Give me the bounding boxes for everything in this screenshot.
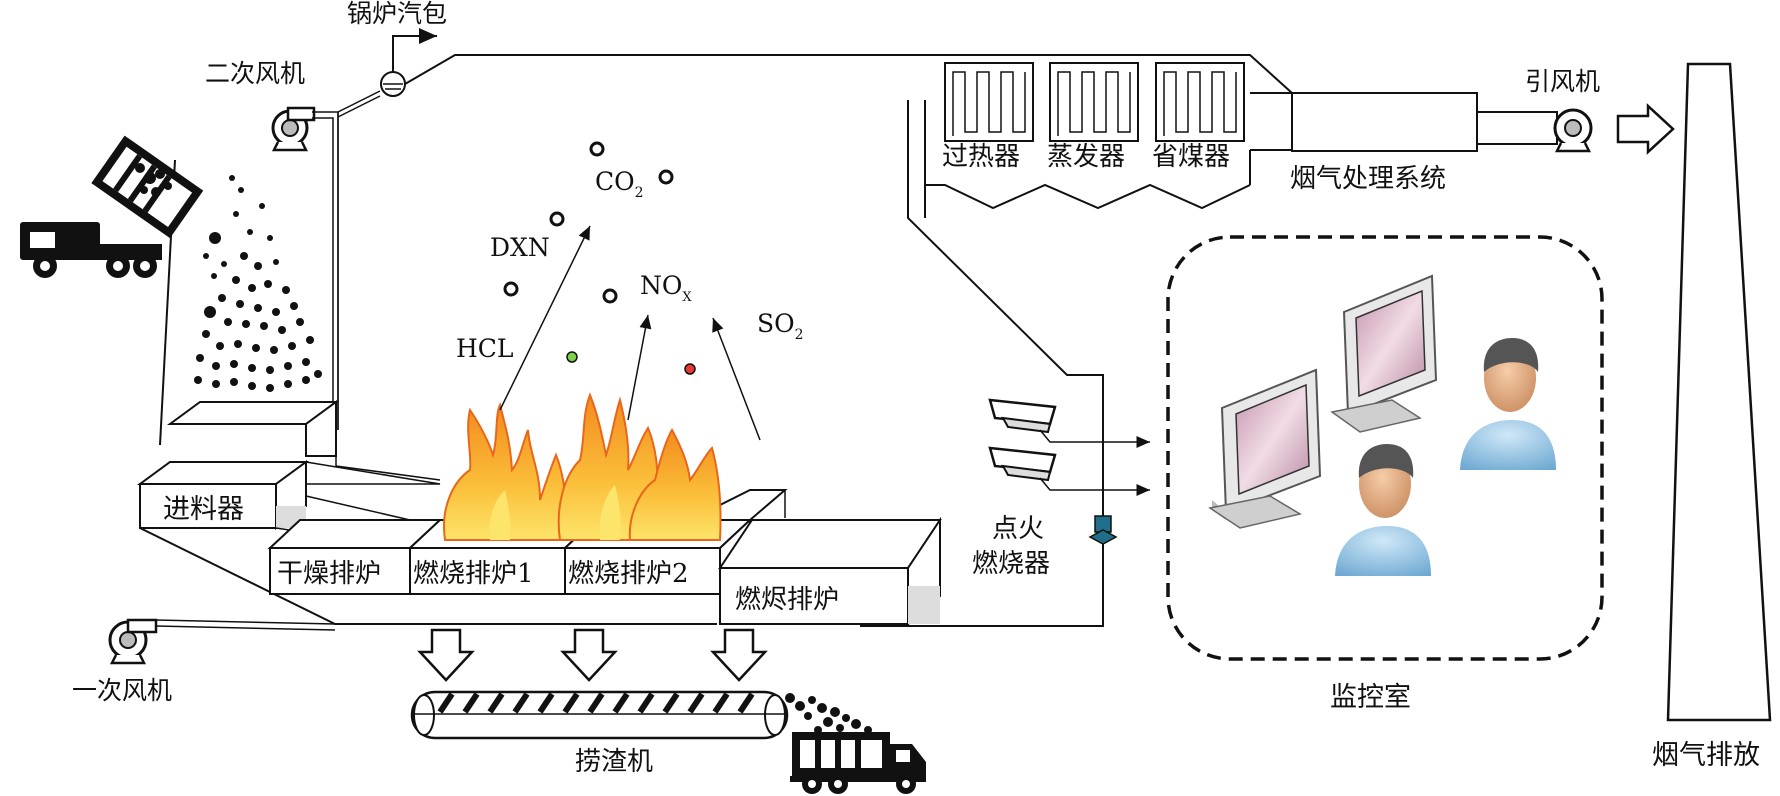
economizer-coil-icon [1155,62,1245,142]
ash-truck-icon [790,732,926,794]
monitor-icon-2 [1330,274,1438,433]
induced-fan-label: 引风机 [1525,67,1600,96]
ignition-burner-label-1: 点火 [992,514,1044,544]
person-icon-1 [1460,338,1556,470]
secondary-fan-label: 二次风机 [205,59,305,88]
flue-gas-treatment-box [1250,92,1558,152]
flue-gas-system-label: 烟气处理系统 [1290,164,1446,194]
person-icon-2 [1335,444,1431,576]
nox-label: NOX [640,271,692,305]
ignition-valve-icon [1088,515,1118,545]
slag-remover-label: 捞渣机 [575,747,653,777]
drying-grate-label: 干燥排炉 [277,559,381,589]
gas-arrow-1 [499,225,591,411]
boiler-drum [380,28,437,97]
burn-grate-2-label: 燃烧排炉2 [568,559,689,589]
superheater-coil-icon [944,62,1034,142]
evaporator-coil-icon [1049,62,1139,142]
gas-arrow-3 [712,317,761,441]
hcl-label: HCL [456,334,514,363]
superheater-label: 过热器 [942,142,1020,172]
chimney [1666,62,1772,722]
monitor-icon-1 [1208,368,1322,529]
economizer-label: 省煤器 [1152,142,1230,172]
dxn-label: DXN [490,233,550,262]
control-room-boundary [1166,235,1604,661]
camera-icon-2 [988,446,1057,482]
induced-fan-icon [1553,108,1593,153]
exhaust-label: 烟气排放 [1652,740,1760,771]
exhaust-arrow-icon [1616,103,1675,155]
burnout-grate-label: 燃烬排炉 [735,585,839,615]
flue-gas-duct [404,54,1293,94]
boiler-drum-label: 锅炉汽包 [347,0,447,28]
grate-burnout [718,516,942,627]
ignition-burner-label-2: 燃烧器 [972,549,1050,579]
so2-label: SO2 [757,309,804,343]
secondary-fan-icon [271,106,316,152]
primary-fan-label: 一次风机 [72,676,172,705]
grate-drying [267,519,443,595]
camera-icon-1 [988,398,1057,434]
ash-particles [785,693,872,734]
feeder-label: 进料器 [163,494,244,525]
burn-grate-1-label: 燃烧排炉1 [413,559,534,589]
waste-particles [135,163,322,392]
garbage-truck-icon [20,135,204,278]
primary-fan-icon [108,618,158,665]
flames-icon [443,392,722,541]
gas-arrow-2 [627,314,652,421]
control-room-label: 监控室 [1330,682,1411,713]
heat-exchanger-section [925,62,1251,210]
down-arrows [417,628,768,682]
slag-conveyor-icon [410,690,789,740]
pollutant-markers [503,141,696,375]
co2-label: CO2 [595,167,644,201]
evaporator-label: 蒸发器 [1047,142,1125,172]
